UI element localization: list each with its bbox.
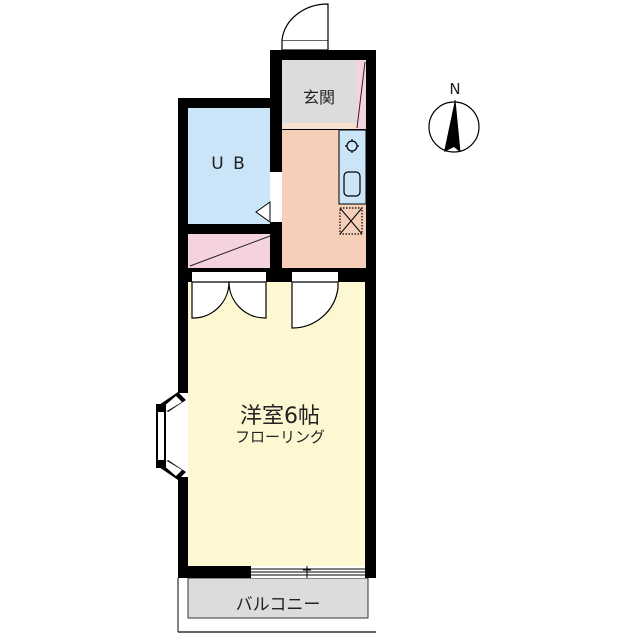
genkan-label: 玄関	[302, 88, 335, 107]
north-compass-icon	[428, 99, 480, 153]
ub-label: U B	[211, 154, 247, 174]
genkan-room	[282, 60, 356, 123]
balcony-label: バルコニー	[235, 595, 321, 615]
compass-north-label: N	[449, 80, 461, 98]
western-room-label: 洋室6帖	[240, 404, 320, 429]
ub-room	[188, 108, 270, 224]
western-room	[188, 282, 365, 566]
western-room-flooring-label: フローリング	[234, 428, 325, 446]
sink-icon	[343, 171, 361, 197]
ub-door[interactable]	[255, 172, 282, 223]
bay-window[interactable]	[156, 392, 188, 480]
kitchen-counter	[338, 129, 367, 205]
balcony-railing	[177, 577, 376, 633]
entrance-door[interactable]	[281, 3, 329, 51]
washer-space	[339, 207, 363, 235]
balcony-sliding-door[interactable]	[251, 566, 365, 578]
closet-doors[interactable]	[191, 272, 267, 319]
genkan-step	[282, 123, 356, 129]
room-door[interactable]	[291, 272, 339, 329]
